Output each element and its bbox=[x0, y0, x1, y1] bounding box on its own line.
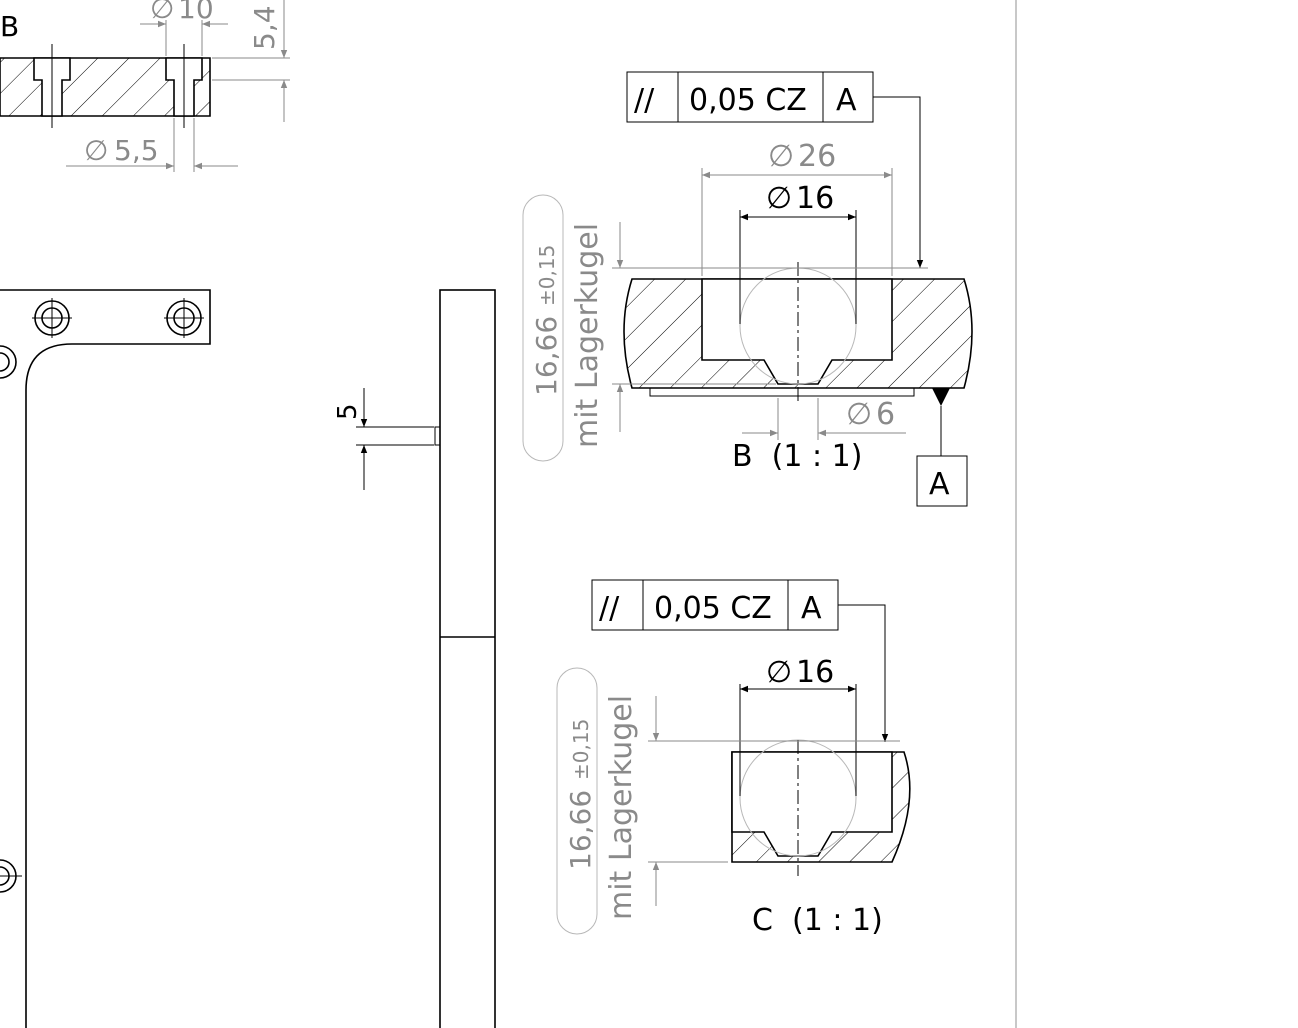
view-b-partial: B ∅ 10 5,4 ∅ 5,5 bbox=[0, 0, 290, 172]
dim-dia-16-b: 16 bbox=[796, 181, 834, 216]
frame-view bbox=[0, 289, 211, 1028]
dim-dia-26: 26 bbox=[798, 139, 836, 174]
dia-10-symbol: ∅ bbox=[150, 0, 174, 25]
datum-a-label: A bbox=[929, 467, 950, 502]
fcf-c-datum: A bbox=[801, 591, 822, 626]
dia-16-symbol-b: ∅ bbox=[766, 181, 792, 216]
dim-5: 5 bbox=[333, 403, 363, 420]
dia-26-symbol: ∅ bbox=[768, 139, 794, 174]
fcf-c-symbol: // bbox=[599, 591, 620, 626]
height-c-tol: ±0,15 bbox=[569, 719, 593, 780]
dim-depth-5-4: 5,4 bbox=[248, 5, 281, 50]
dia-6-symbol: ∅ bbox=[846, 397, 872, 432]
height-b-note: mit Lagerkugel bbox=[570, 223, 605, 448]
fcf-c: // 0,05 CZ A bbox=[591, 579, 889, 742]
dim-dia-6: 6 bbox=[876, 397, 895, 432]
fcf-b: // 0,05 CZ A bbox=[626, 71, 924, 268]
fcf-b-symbol: // bbox=[634, 83, 655, 118]
fcf-c-tolerance: 0,05 CZ bbox=[654, 591, 772, 626]
height-c-note: mit Lagerkugel bbox=[604, 695, 639, 920]
dim-dia-10: 10 bbox=[178, 0, 214, 25]
height-b-value: 16,66 bbox=[530, 316, 563, 396]
dia-16-symbol-c: ∅ bbox=[766, 655, 792, 690]
height-b-tol: ±0,15 bbox=[535, 245, 559, 306]
detail-b: // 0,05 CZ A ∅ 26 ∅ 16 ∅ 6 bbox=[522, 71, 973, 507]
fcf-b-datum: A bbox=[836, 83, 857, 118]
view-b-label: B bbox=[0, 10, 19, 43]
dim-dia-16-c: 16 bbox=[796, 655, 834, 690]
fcf-b-tolerance: 0,05 CZ bbox=[689, 83, 807, 118]
detail-c: // 0,05 CZ A ∅ 16 16,66 ±0,15 mit Lagerk… bbox=[556, 579, 911, 938]
height-c-value: 16,66 bbox=[564, 790, 597, 870]
caption-c: C (1 : 1) bbox=[752, 903, 883, 938]
side-view: 5 bbox=[333, 289, 496, 1028]
dia-5-5-symbol: ∅ bbox=[84, 134, 108, 167]
dim-dia-5-5: 5,5 bbox=[114, 134, 159, 167]
caption-b: B (1 : 1) bbox=[732, 439, 862, 474]
